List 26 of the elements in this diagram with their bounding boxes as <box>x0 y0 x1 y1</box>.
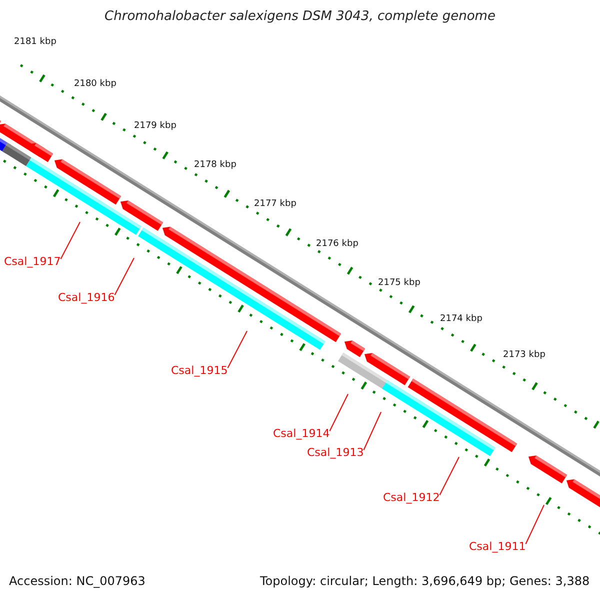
leader-line <box>363 412 382 450</box>
leader-line <box>525 504 544 544</box>
gene-label: Csal_1917 <box>4 256 61 268</box>
scale-label: 2177 kbp <box>254 200 296 210</box>
leader-line <box>329 394 348 432</box>
scale-label: 2181 kbp <box>14 38 56 48</box>
diagram-title: Chromohalobacter salexigens DSM 3043, complete genome <box>104 10 496 24</box>
gene-label: Csal_1912 <box>383 492 440 504</box>
scale-label: 2178 kbp <box>194 161 236 171</box>
gene-label: Csal_1915 <box>171 365 228 378</box>
leader-line <box>114 258 134 296</box>
gene-label: Csal_1913 <box>307 447 364 460</box>
scale-label: 2174 kbp <box>440 315 482 325</box>
gene-label: Csal_1911 <box>469 541 526 554</box>
gene-label: Csal_1916 <box>58 292 115 304</box>
scale-label: 2176 kbp <box>316 240 358 250</box>
gene-label: Csal_1914 <box>273 428 330 440</box>
scale-label: 2179 kbp <box>134 122 176 132</box>
scale-label: 2180 kbp <box>74 80 116 90</box>
info-text: Topology: circular; Length: 3,696,649 bp; Genes: 3,388 <box>260 575 590 588</box>
leader-line <box>439 456 460 496</box>
leader-line <box>60 222 80 260</box>
scale-label: 2173 kbp <box>503 351 546 361</box>
info-text: Accession: NC_007963 <box>9 575 146 588</box>
leader-line <box>227 330 248 368</box>
scale-label: 2175 kbp <box>378 279 420 289</box>
